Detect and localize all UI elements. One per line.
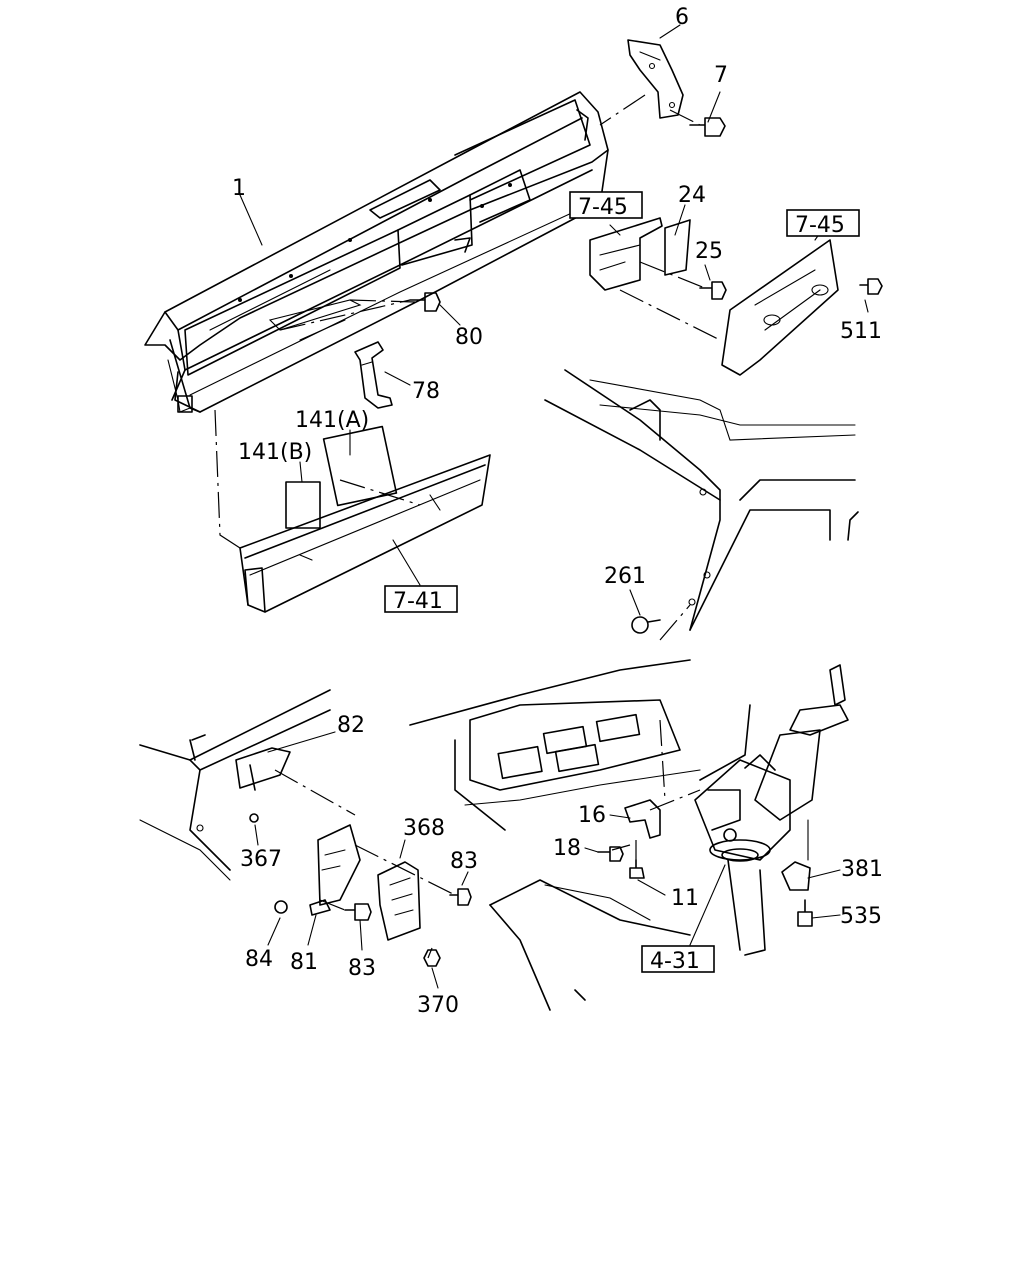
label-part-370: 370 — [417, 993, 459, 1018]
brackets-24-25-drawing — [589, 217, 883, 376]
steering-column-drawing — [694, 664, 849, 956]
bracket-6-drawing — [627, 39, 684, 119]
ref-text-7-41: 7-41 — [393, 589, 443, 614]
label-part-83-lower: 83 — [348, 956, 376, 981]
ref-text-7-45-right: 7-45 — [795, 213, 845, 238]
bolt-80-drawing — [409, 292, 441, 312]
label-part-381: 381 — [841, 857, 883, 882]
label-part-84: 84 — [245, 947, 273, 972]
label-part-535: 535 — [840, 904, 882, 929]
label-part-24: 24 — [678, 183, 706, 208]
label-part-16: 16 — [578, 803, 606, 828]
bracket-16-bolts-drawing — [597, 799, 661, 879]
left-structure-drawing — [139, 689, 472, 967]
label-part-81: 81 — [290, 950, 318, 975]
ref-text-7-45-left: 7-45 — [578, 195, 628, 220]
plates-141-drawing — [285, 425, 398, 529]
ref-box-4-31[interactable]: 4-31 — [641, 945, 715, 974]
label-part-141b: 141(B) — [238, 440, 312, 465]
label-part-511: 511 — [840, 319, 882, 344]
label-part-1: 1 — [232, 176, 246, 201]
ref-box-7-45-right[interactable]: 7-45 — [786, 209, 860, 238]
phantom-lines — [214, 94, 721, 959]
label-part-367: 367 — [240, 847, 282, 872]
ref-box-7-45-left[interactable]: 7-45 — [569, 191, 643, 220]
label-part-368: 368 — [403, 816, 445, 841]
label-part-78: 78 — [412, 379, 440, 404]
cab-body-drawing — [544, 369, 859, 631]
instrument-panel-drawing — [144, 91, 609, 413]
label-part-6: 6 — [675, 5, 689, 30]
clip-261-drawing — [631, 616, 661, 634]
ref-box-7-41[interactable]: 7-41 — [384, 585, 458, 614]
label-part-82: 82 — [337, 713, 365, 738]
label-part-83-upper: 83 — [450, 849, 478, 874]
label-part-80: 80 — [455, 325, 483, 350]
leader-lines — [239, 24, 869, 989]
label-part-18: 18 — [553, 836, 581, 861]
label-part-7: 7 — [714, 63, 728, 88]
label-part-25: 25 — [695, 239, 723, 264]
bolt-7-drawing — [689, 117, 726, 137]
bracket-78-drawing — [354, 341, 393, 409]
lower-panel-drawing — [239, 454, 491, 613]
ref-text-4-31: 4-31 — [650, 949, 700, 974]
label-part-261: 261 — [604, 564, 646, 589]
label-part-11: 11 — [671, 886, 699, 911]
clip-381-bolt-535-drawing — [781, 861, 813, 927]
dashboard-lower-drawing — [409, 659, 751, 1011]
label-part-141a: 141(A) — [295, 408, 369, 433]
